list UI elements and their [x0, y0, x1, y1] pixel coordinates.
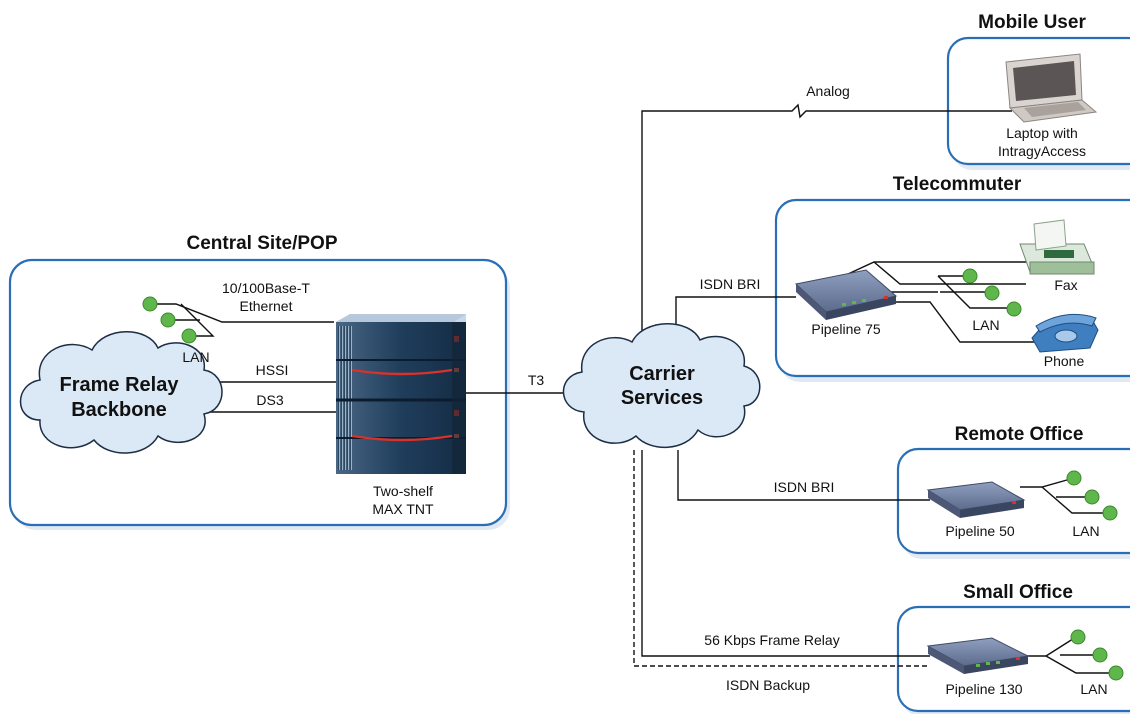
carrier-cloud-label-1: Carrier	[629, 363, 695, 385]
pipeline130-router-icon	[926, 637, 1030, 674]
isdn-backup-link	[633, 450, 930, 667]
small-office-title: Small Office	[963, 582, 1073, 603]
laptop-label-2: IntragyAccess	[998, 143, 1086, 159]
hssi-label: HSSI	[256, 362, 289, 378]
ethernet-label-2: Ethernet	[240, 298, 293, 314]
lan-node-icon	[181, 328, 197, 344]
lan-node-icon	[142, 296, 158, 312]
max-tnt-label-2: MAX TNT	[372, 501, 434, 517]
pipeline50-label: Pipeline 50	[945, 523, 1014, 539]
frame-relay-link-label: 56 Kbps Frame Relay	[704, 632, 839, 648]
analog-link	[641, 103, 1012, 334]
small-lan-wires	[1022, 636, 1114, 674]
phone-icon	[1031, 313, 1099, 353]
central-lan-label: LAN	[182, 349, 209, 365]
telecommuter-wires	[847, 261, 1034, 343]
t3-label: T3	[528, 372, 545, 388]
central-site-title: Central Site/POP	[187, 233, 338, 254]
analog-label: Analog	[806, 83, 850, 99]
max-tnt-label-1: Two-shelf	[373, 483, 433, 499]
laptop-label-1: Laptop with	[1006, 125, 1078, 141]
ds3-label: DS3	[256, 392, 283, 408]
lan-node-icon	[984, 285, 1000, 301]
fax-label: Fax	[1054, 277, 1077, 293]
remote-isdn-link	[677, 450, 930, 501]
telecommuter-isdn-label: ISDN BRI	[700, 276, 761, 292]
telecommuter-lan-label: LAN	[972, 317, 999, 333]
lan-node-icon	[160, 312, 176, 328]
telecommuter-isdn-link	[675, 296, 796, 334]
frame-relay-cloud-label-1: Frame Relay	[60, 374, 180, 396]
small-lan-label: LAN	[1080, 681, 1107, 697]
max-tnt-server-rack-icon	[336, 314, 466, 474]
fax-icon	[1019, 219, 1095, 275]
lan-node-icon	[962, 268, 978, 284]
frame-relay-cloud-icon	[19, 331, 223, 454]
mobile-user-title: Mobile User	[978, 12, 1086, 33]
ethernet-label-1: 10/100Base-T	[222, 280, 310, 296]
pipeline50-router-icon	[926, 481, 1026, 518]
remote-lan-label: LAN	[1072, 523, 1099, 539]
lan-node-icon	[1006, 301, 1022, 317]
lan-node-icon	[1092, 647, 1108, 663]
lan-node-icon	[1066, 470, 1082, 486]
remote-isdn-label: ISDN BRI	[774, 479, 835, 495]
lan-node-icon	[1070, 629, 1086, 645]
lan-node-icon	[1102, 505, 1118, 521]
phone-label: Phone	[1044, 353, 1085, 369]
frame-relay-link	[641, 450, 930, 657]
frame-relay-cloud-label-2: Backbone	[71, 399, 167, 421]
lan-node-icon	[1108, 665, 1124, 681]
pipeline130-label: Pipeline 130	[945, 681, 1022, 697]
isdn-backup-label: ISDN Backup	[726, 677, 810, 693]
laptop-icon	[1005, 53, 1098, 123]
carrier-cloud-label-2: Services	[621, 387, 703, 409]
lan-node-icon	[1084, 489, 1100, 505]
carrier-cloud-icon	[562, 323, 761, 448]
remote-office-title: Remote Office	[955, 424, 1084, 445]
pipeline75-router-icon	[794, 269, 898, 320]
pipeline75-label: Pipeline 75	[811, 321, 880, 337]
telecommuter-title: Telecommuter	[893, 174, 1022, 195]
